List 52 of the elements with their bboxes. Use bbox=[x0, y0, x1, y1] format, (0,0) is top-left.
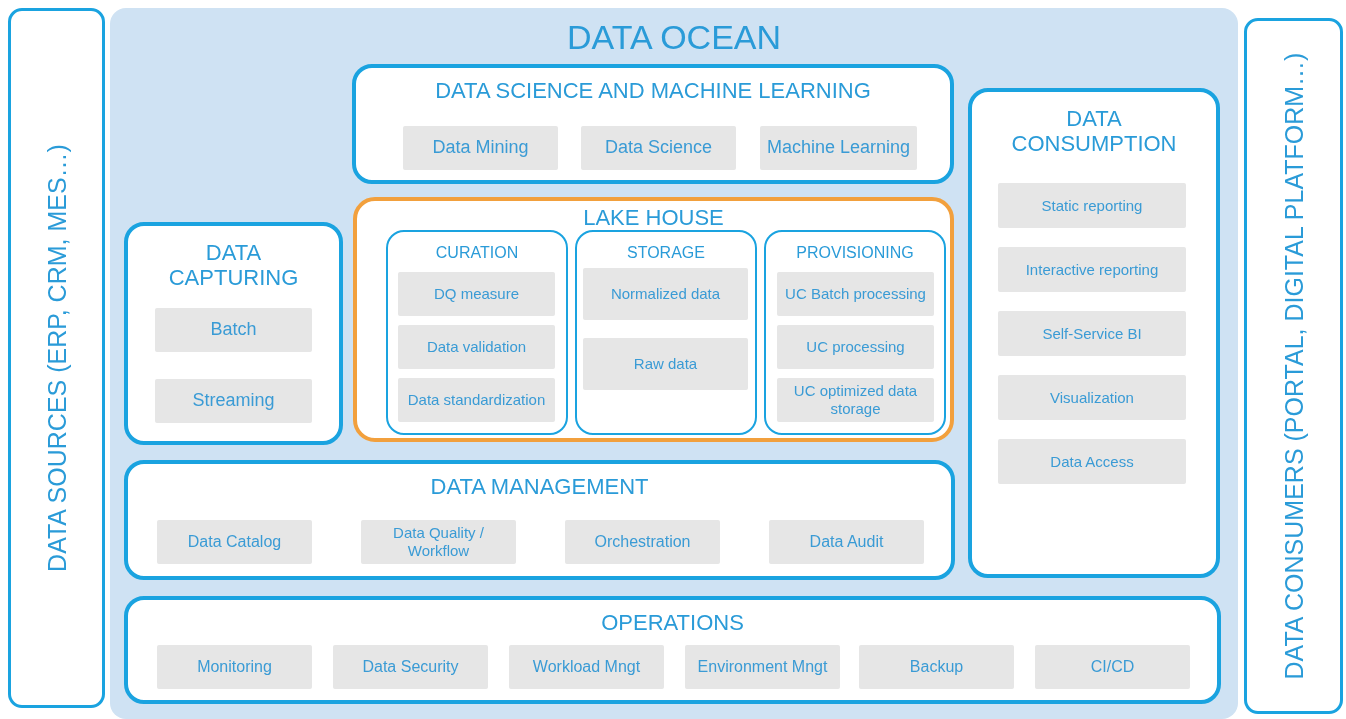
side-panel bbox=[1244, 18, 1343, 714]
component-tile: Batch bbox=[155, 308, 312, 352]
layer-panel bbox=[575, 230, 757, 435]
layer-panel bbox=[386, 230, 568, 435]
side-label: DATA SOURCES (ERP, CRM, MES…) bbox=[41, 143, 72, 574]
section-title: DATA CONSUMPTION bbox=[1010, 106, 1178, 157]
component-tile: Orchestration bbox=[565, 520, 720, 564]
section-title: DATA OCEAN bbox=[565, 18, 783, 58]
component-tile: Data Quality / Workflow bbox=[361, 520, 516, 564]
section-title: LAKE HOUSE bbox=[582, 205, 725, 231]
ocean-panel bbox=[110, 8, 1238, 719]
section-title: PROVISIONING bbox=[795, 244, 915, 263]
component-tile: Data Security bbox=[333, 645, 488, 689]
layer-panel bbox=[764, 230, 946, 435]
component-tile: Data Access bbox=[998, 439, 1186, 484]
component-tile: Data standardization bbox=[398, 378, 555, 422]
section-title: CURATION bbox=[434, 244, 520, 263]
section-title: DATA SCIENCE AND MACHINE LEARNING bbox=[434, 78, 872, 104]
component-tile: Environment Mngt bbox=[685, 645, 840, 689]
component-tile: Data Mining bbox=[403, 126, 558, 170]
component-tile: UC processing bbox=[777, 325, 934, 369]
component-tile: Data Science bbox=[581, 126, 736, 170]
component-tile: Data Catalog bbox=[157, 520, 312, 564]
section-title: DATA MANAGEMENT bbox=[429, 474, 650, 500]
section-title: DATA CAPTURING bbox=[167, 240, 300, 291]
component-tile: UC Batch processing bbox=[777, 272, 934, 316]
component-tile: Streaming bbox=[155, 379, 312, 423]
section-panel bbox=[352, 64, 954, 184]
component-tile: Visualization bbox=[998, 375, 1186, 420]
side-panel bbox=[8, 8, 105, 708]
component-tile: Raw data bbox=[583, 338, 748, 390]
section-panel bbox=[124, 222, 343, 445]
component-tile: Self-Service BI bbox=[998, 311, 1186, 356]
component-tile: Interactive reporting bbox=[998, 247, 1186, 292]
section-panel bbox=[124, 460, 955, 580]
component-tile: Static reporting bbox=[998, 183, 1186, 228]
component-tile: CI/CD bbox=[1035, 645, 1190, 689]
component-tile: Data Audit bbox=[769, 520, 924, 564]
component-tile: Workload Mngt bbox=[509, 645, 664, 689]
component-tile: Monitoring bbox=[157, 645, 312, 689]
component-tile: DQ measure bbox=[398, 272, 555, 316]
lake-house-panel bbox=[353, 197, 954, 442]
section-title: OPERATIONS bbox=[600, 610, 745, 636]
component-tile: Normalized data bbox=[583, 268, 748, 320]
component-tile: Data validation bbox=[398, 325, 555, 369]
component-tile: Machine Learning bbox=[760, 126, 917, 170]
section-panel bbox=[968, 88, 1220, 578]
side-label: DATA CONSUMERS (PORTAL, DIGITAL PLATFORM…) bbox=[1278, 51, 1309, 682]
component-tile: UC optimized data storage bbox=[777, 378, 934, 422]
section-title: STORAGE bbox=[626, 244, 706, 263]
component-tile: Backup bbox=[859, 645, 1014, 689]
section-panel bbox=[124, 596, 1221, 704]
